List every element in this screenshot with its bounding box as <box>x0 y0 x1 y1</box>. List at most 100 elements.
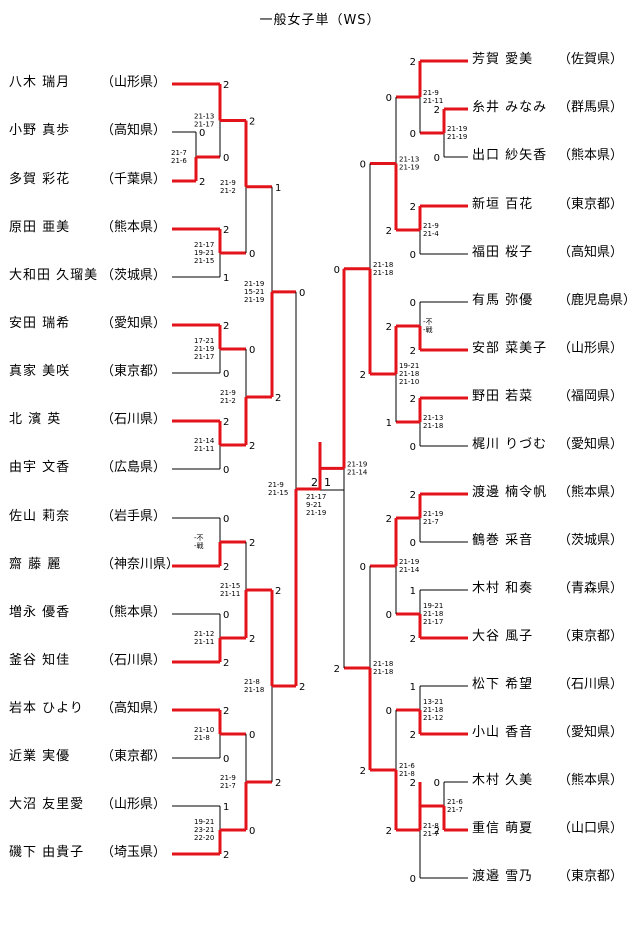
match-score: 21-6 <box>447 798 463 806</box>
match-score: 21-7 <box>447 806 463 814</box>
player-prefecture: （山形県） <box>558 341 624 356</box>
game-count: 2 <box>249 441 255 452</box>
left-player-entry: 大和田 久瑠美（茨城県） <box>9 268 166 284</box>
player-prefecture: （神奈川県） <box>101 557 180 572</box>
match-score: 21-10 <box>399 378 419 386</box>
player-name: 渡邉 雪乃 <box>472 869 534 884</box>
player-prefecture: （熊本県） <box>101 220 167 235</box>
match-score: 21-11 <box>194 638 214 646</box>
match-score: 21-6 <box>171 157 187 165</box>
right-player-entry: 安部 菜美子 （山形県） <box>472 341 623 357</box>
final-game-count: 2 <box>311 476 318 489</box>
left-player-entry: 大沼 友里愛（山形県） <box>9 797 166 813</box>
match-score: 15-21 <box>244 288 264 296</box>
match-score: 21-19 <box>399 558 419 566</box>
match-score: 21-17 <box>194 353 214 361</box>
match-score: 21-18 <box>373 269 393 277</box>
match-score: -戦 <box>423 325 433 334</box>
player-name: 真家 美咲 <box>9 364 71 379</box>
game-count: 2 <box>223 225 229 236</box>
player-prefecture: （茨城県） <box>558 533 624 548</box>
match-score: 21-19 <box>194 345 214 353</box>
player-prefecture: （佐賀県） <box>558 52 624 67</box>
match-score: 21-18 <box>423 610 443 618</box>
game-count: 0 <box>410 250 416 261</box>
game-count: 2 <box>386 826 392 837</box>
game-count: 2 <box>223 80 229 91</box>
game-count: 0 <box>223 514 229 525</box>
player-prefecture: （山口県） <box>558 821 624 836</box>
game-count: 2 <box>249 634 255 645</box>
match-score: 21-7 <box>220 782 236 790</box>
player-prefecture: （高知県） <box>101 701 167 716</box>
game-count: 2 <box>249 117 255 128</box>
match-score: 21-10 <box>194 726 214 734</box>
left-player-entry: 釜谷 知佳（石川県） <box>9 653 166 669</box>
right-player-entry: 渡邊 楠令帆（熊本県） <box>472 485 623 501</box>
player-name: 安部 菜美子 <box>472 341 548 356</box>
game-count: 0 <box>434 778 440 789</box>
match-score: 21-8 <box>399 770 415 778</box>
game-count: 0 <box>360 160 366 171</box>
match-score: -不 <box>194 534 204 542</box>
match-score: 21-8 <box>244 678 260 686</box>
player-prefecture: （東京都） <box>558 629 624 644</box>
player-prefecture: （群馬県） <box>558 100 624 115</box>
player-name: 磯下 由貴子 <box>9 845 85 860</box>
match-score: 13-21 <box>423 698 443 706</box>
player-prefecture: （東京都） <box>558 197 624 212</box>
game-count: 2 <box>275 778 281 789</box>
match-score: 19-21 <box>423 602 443 610</box>
player-name: 渡邊 楠令帆 <box>472 485 548 500</box>
match-score: 21-9 <box>268 481 284 489</box>
game-count: 2 <box>223 321 229 332</box>
game-count: 0 <box>386 93 392 104</box>
match-score: 21-14 <box>347 468 368 476</box>
match-score: 21-13 <box>194 113 214 121</box>
match-score: 21-7 <box>423 830 439 838</box>
match-score: 21-19 <box>447 125 467 133</box>
game-count: 2 <box>434 105 440 116</box>
match-score: 22-20 <box>194 834 214 842</box>
left-player-entry: 安田 瑞希（愛知県） <box>9 316 166 332</box>
match-score: 21-18 <box>373 261 393 269</box>
player-prefecture: （茨城県） <box>101 268 167 283</box>
match-score: 17-21 <box>194 337 214 345</box>
left-player-entry: 小野 真歩（高知県） <box>9 123 166 139</box>
match-score: 21-18 <box>423 422 443 430</box>
player-prefecture: （千葉県） <box>101 172 167 187</box>
game-count: 2 <box>386 514 392 525</box>
player-prefecture: （高知県） <box>101 123 167 138</box>
player-name: 佐山 莉奈 <box>9 509 71 524</box>
game-count: 0 <box>386 610 392 621</box>
right-player-entry: 松下 希望（石川県） <box>472 677 623 693</box>
game-count: 2 <box>275 393 281 404</box>
left-player-entry: 磯下 由貴子（埼玉県） <box>9 845 166 861</box>
player-name: 重信 萌夏 <box>472 821 534 836</box>
match-score: 21-2 <box>220 187 236 195</box>
game-count: 2 <box>223 850 229 861</box>
match-score: 21-18 <box>373 660 393 668</box>
game-count: 2 <box>199 177 205 188</box>
match-score: 21-17 <box>194 121 214 129</box>
match-score: 21-13 <box>399 156 419 164</box>
game-count: 2 <box>410 634 416 645</box>
player-name: 福田 桜子 <box>472 245 534 260</box>
left-player-entry: 由宇 文香（広島県） <box>9 460 166 476</box>
player-prefecture: （山形県） <box>101 75 167 90</box>
game-count: 0 <box>410 874 416 885</box>
match-score: 21-19 <box>447 133 467 141</box>
player-name: 原田 亜美 <box>9 220 71 235</box>
left-player-entry: 近業 実優（東京都） <box>9 749 166 765</box>
match-score: 21-6 <box>399 762 415 770</box>
match-score: 21-19 <box>244 280 264 288</box>
player-name: 増永 優香 <box>9 605 71 620</box>
game-count: 0 <box>434 153 440 164</box>
game-count: 1 <box>223 273 229 284</box>
right-player-entry: 新垣 百花（東京都） <box>472 197 623 213</box>
game-count: 2 <box>386 322 392 333</box>
match-score: 19-21 <box>399 362 419 370</box>
right-player-entry: 野田 若菜（福岡県） <box>472 389 623 405</box>
match-score: 21-11 <box>423 97 443 105</box>
player-name: 芳賀 愛美 <box>472 52 534 67</box>
